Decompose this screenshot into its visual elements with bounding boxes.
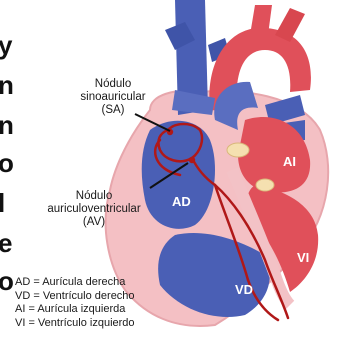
chamber-label-vd: VD xyxy=(235,282,253,297)
chamber-label-ad: AD xyxy=(172,194,191,209)
aorta-branch-2 xyxy=(275,8,305,42)
av-node xyxy=(189,157,195,163)
sa-label-line: sinoauricular xyxy=(58,91,168,104)
legend-item: AI = Aurícula izquierda xyxy=(15,303,135,317)
legend-item: VD = Ventrículo derecho xyxy=(15,290,135,304)
av-label-line: auriculoventricular xyxy=(34,203,154,216)
sa-label-line: (SA) xyxy=(58,104,168,117)
av-label-line: Nódulo xyxy=(34,190,154,203)
legend-item: VI = Ventrículo izquierdo xyxy=(15,317,135,331)
chamber-label-vi: VI xyxy=(297,250,309,265)
chamber-label-ai: AI xyxy=(283,154,296,169)
edge-letter: l xyxy=(0,190,5,216)
edge-letter: e xyxy=(0,230,12,256)
edge-letter: o xyxy=(0,150,14,176)
sa-node-label: Nódulo sinoauricular (SA) xyxy=(58,78,168,117)
edge-letter: y xyxy=(0,32,12,58)
edge-letter: n xyxy=(0,72,14,98)
av-node-label: Nódulo auriculoventricular (AV) xyxy=(34,190,154,229)
edge-letter: n xyxy=(0,112,14,138)
edge-letter: o xyxy=(0,268,14,294)
legend-item: AD = Aurícula derecha xyxy=(15,276,135,290)
av-label-line: (AV) xyxy=(34,216,154,229)
legend: AD = Aurícula derecha VD = Ventrículo de… xyxy=(15,276,135,330)
mitral-valve xyxy=(256,179,274,191)
pulmonary-valve xyxy=(227,143,249,157)
sa-label-line: Nódulo xyxy=(58,78,168,91)
